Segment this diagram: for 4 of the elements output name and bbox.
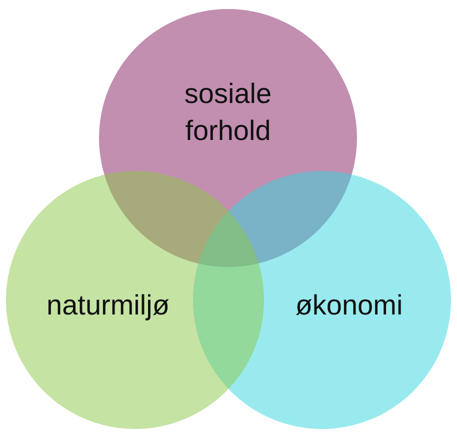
circle-label: naturmiljø [46,288,170,322]
circle-label: økonomi [295,288,403,322]
circle-label: sosiale forhold [183,77,273,148]
venn-circle [6,171,264,429]
